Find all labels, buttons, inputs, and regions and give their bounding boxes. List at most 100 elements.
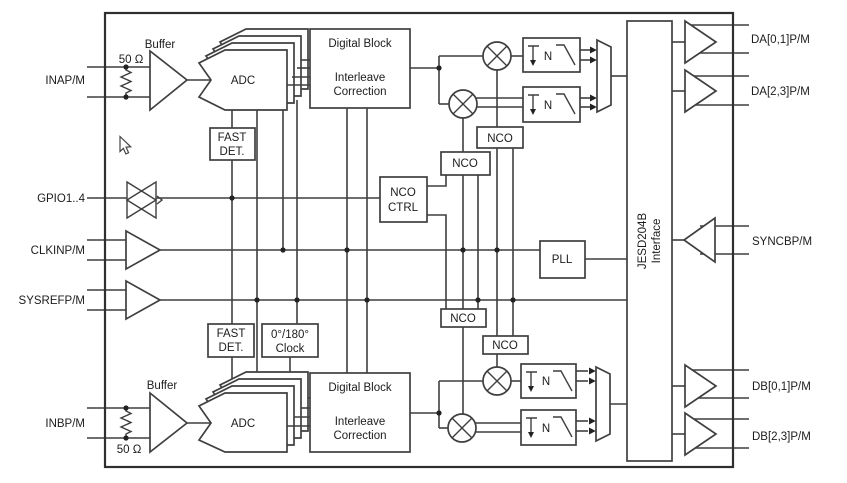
- digital-block-label: Interleave: [335, 72, 386, 84]
- digital-block-label: Interleave: [335, 416, 386, 428]
- arrowhead-icon: [589, 367, 596, 375]
- pin-label-syncb: SYNCBP/M: [752, 236, 812, 248]
- downsample-arrow-icon: [526, 417, 537, 433]
- filter-slope-icon: [556, 44, 576, 66]
- junction-dot: [123, 94, 129, 100]
- serdes-driver-icon: [684, 411, 718, 457]
- clock-phase-label: Clock: [276, 343, 305, 355]
- decimation-filter-block: N: [520, 409, 577, 446]
- decimation-n-label: N: [544, 51, 552, 63]
- nco-label: NCO: [487, 133, 513, 145]
- junction-dot: [254, 297, 260, 303]
- serdes-driver-icon: [684, 363, 718, 409]
- downsample-arrow-icon: [526, 371, 537, 387]
- pin-label-db23: DB[2,3]P/M: [752, 431, 811, 443]
- junction-dots: [229, 65, 516, 416]
- wire: [427, 174, 447, 187]
- chip-boundary: [103, 11, 735, 469]
- termination-label: 50 Ω: [117, 444, 142, 456]
- arrowhead-icon: [589, 417, 596, 425]
- junction-dot: [344, 247, 350, 253]
- resistor-icon: [119, 408, 133, 438]
- junction-dot: [364, 297, 370, 303]
- jesd204b-label: JESD204B: [637, 213, 649, 270]
- digital-block: [309, 372, 411, 453]
- filter-slope-icon: [556, 93, 576, 115]
- clock-phase-block: [261, 323, 319, 358]
- fast-detect-block: [209, 127, 256, 161]
- decimation-n-label: N: [544, 100, 552, 112]
- nco-ctrl-block: [379, 176, 428, 223]
- gpio-arrow-icon: [156, 195, 164, 205]
- filter-slope-icon: [553, 416, 573, 438]
- input-buffer-icon: [149, 49, 189, 112]
- resistor-icon: [119, 67, 133, 97]
- adc-label: ADC: [231, 75, 255, 87]
- pin-label-inap: INAP/M: [45, 75, 85, 87]
- mux-shape: [596, 38, 612, 114]
- input-buffer-icon: [149, 391, 189, 454]
- decimation-filter-block: N: [522, 37, 581, 73]
- fast-det-label: FAST: [218, 132, 247, 144]
- pin-label-gpio: GPIO1..4: [37, 193, 86, 205]
- decimation-filter-block: N: [520, 363, 577, 399]
- ddc-bottom: N N: [447, 363, 611, 446]
- junction-dot: [436, 410, 442, 416]
- digital-block-label: Digital Block: [328, 382, 392, 394]
- pll-block: [539, 240, 586, 279]
- control-and-clocking: NCO CTRL NCO NCO NCO NCO 0°/180° Clock P…: [125, 126, 586, 358]
- wires: [87, 24, 749, 449]
- mixer-x: [486, 370, 508, 392]
- channel-b: Buffer 50 Ω ADC FAST DET. Digital Block …: [117, 323, 411, 456]
- channel-a: Buffer 50 Ω ADC FAST DET. Digital Block …: [119, 28, 411, 161]
- arrowhead-icon: [590, 46, 597, 54]
- clock-input-buffer-icon: [125, 229, 162, 271]
- junction-dot: [436, 65, 442, 71]
- fast-detect-block: [207, 323, 255, 358]
- junction-dot: [229, 195, 235, 201]
- decimation-n-label: N: [542, 423, 550, 435]
- clock-phase-label: 0°/180°: [271, 329, 309, 341]
- nco-label: NCO: [450, 313, 476, 325]
- pin-label-db01: DB[0,1]P/M: [752, 381, 811, 393]
- digital-block-label: Digital Block: [328, 38, 392, 50]
- serdes-driver-icon: [684, 19, 718, 65]
- arrowhead-icon: [589, 377, 596, 385]
- sysref-input-buffer-icon: [125, 279, 162, 321]
- fast-det-label: DET.: [219, 342, 244, 354]
- decimation-n-label: N: [542, 376, 550, 388]
- digital-block-label: Correction: [333, 86, 386, 98]
- junction-dot: [475, 297, 481, 303]
- nco-block: [482, 335, 529, 355]
- digital-block-label: Correction: [333, 430, 386, 442]
- digital-block: [309, 28, 411, 109]
- buffer-label: Buffer: [145, 39, 176, 51]
- nco-ctrl-label: NCO: [390, 187, 416, 199]
- downsample-arrow-icon: [528, 45, 539, 61]
- downsample-arrow-icon: [530, 60, 536, 66]
- downsample-arrow-icon: [528, 386, 534, 392]
- gpio-buffer-icon: [125, 180, 157, 220]
- pin-label-clkin: CLKINP/M: [31, 245, 85, 257]
- fast-det-label: FAST: [217, 328, 246, 340]
- downsample-arrow-icon: [528, 432, 534, 438]
- adc-block: [197, 392, 288, 453]
- junction-dot: [123, 435, 129, 441]
- pin-label-sysref: SYSREFP/M: [19, 295, 85, 307]
- buffer-label: Buffer: [147, 380, 178, 392]
- mixer-x: [452, 93, 474, 115]
- serdes-driver-icon: [684, 68, 718, 114]
- gpio-buffer-icon: [126, 180, 158, 220]
- pll-label: PLL: [552, 254, 573, 266]
- jesd204b-block: [626, 20, 673, 462]
- fast-det-label: DET.: [220, 146, 245, 158]
- arrowhead-icon: [590, 56, 597, 64]
- pin-labels: INAP/M GPIO1..4 CLKINP/M SYSREFP/M INBP/…: [19, 34, 813, 443]
- arrowhead-icon: [589, 427, 596, 435]
- jesd204b-label: Interface: [651, 219, 663, 264]
- syncb-receiver-icon: [682, 216, 716, 264]
- junction-dot: [294, 297, 300, 303]
- decimation-filter-block: N: [522, 86, 581, 123]
- mixer-x: [486, 45, 508, 67]
